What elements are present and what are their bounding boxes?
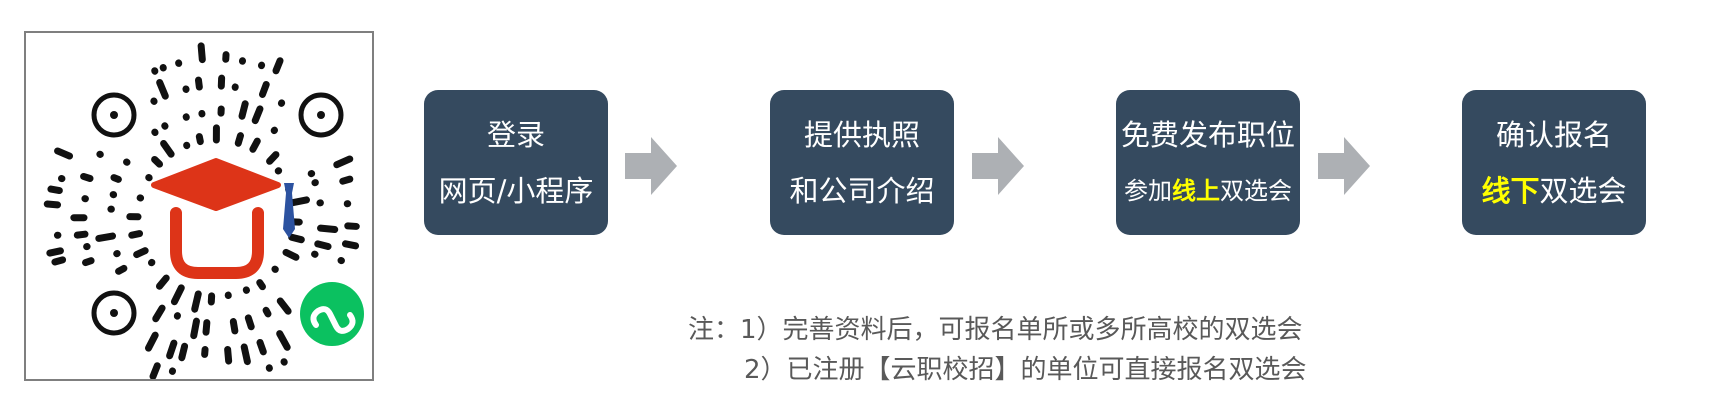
arrow-right-icon (625, 137, 677, 195)
step-1-login: 登录 网页/小程序 (424, 90, 608, 235)
note-line-2: 2）已注册【云职校招】的单位可直接报名双选会 (744, 355, 1307, 385)
step-title: 登录 (486, 117, 545, 152)
step-4-confirm: 确认报名 线下双选会 (1462, 90, 1646, 235)
subtitle-text: 参加 (1124, 176, 1172, 205)
step-subtitle: 参加线上双选会 (1124, 170, 1292, 212)
step-title: 提供执照 (803, 117, 920, 152)
note-prefix: 注： (688, 315, 741, 345)
step-title: 确认报名 (1495, 117, 1612, 152)
note-line-1: 1）完善资料后，可报名单所或多所高校的双选会 (740, 315, 1303, 345)
step-subtitle: 线下双选会 (1481, 170, 1626, 212)
highlight-online: 线上 (1172, 176, 1220, 205)
highlight-offline: 线下 (1481, 173, 1540, 208)
mini-program-badge-icon (300, 282, 364, 346)
subtitle-text: 双选会 (1539, 173, 1627, 208)
step-subtitle: 和公司介绍 (789, 173, 935, 208)
mini-program-qr-code (24, 31, 374, 381)
arrow-right-icon (972, 137, 1024, 195)
graduation-cap-logo-icon (151, 158, 295, 279)
step-2-license: 提供执照 和公司介绍 (770, 90, 954, 235)
step-subtitle: 网页/小程序 (438, 173, 594, 208)
subtitle-text: 双选会 (1220, 176, 1292, 205)
step-title: 免费发布职位 (1120, 117, 1295, 152)
notes: 注：1）完善资料后，可报名单所或多所高校的双选会 2）已注册【云职校招】的单位可直… (688, 310, 1307, 390)
step-3-post-job: 免费发布职位 参加线上双选会 (1116, 90, 1300, 235)
qr-pattern-icon (43, 42, 364, 379)
arrow-right-icon (1318, 137, 1370, 195)
